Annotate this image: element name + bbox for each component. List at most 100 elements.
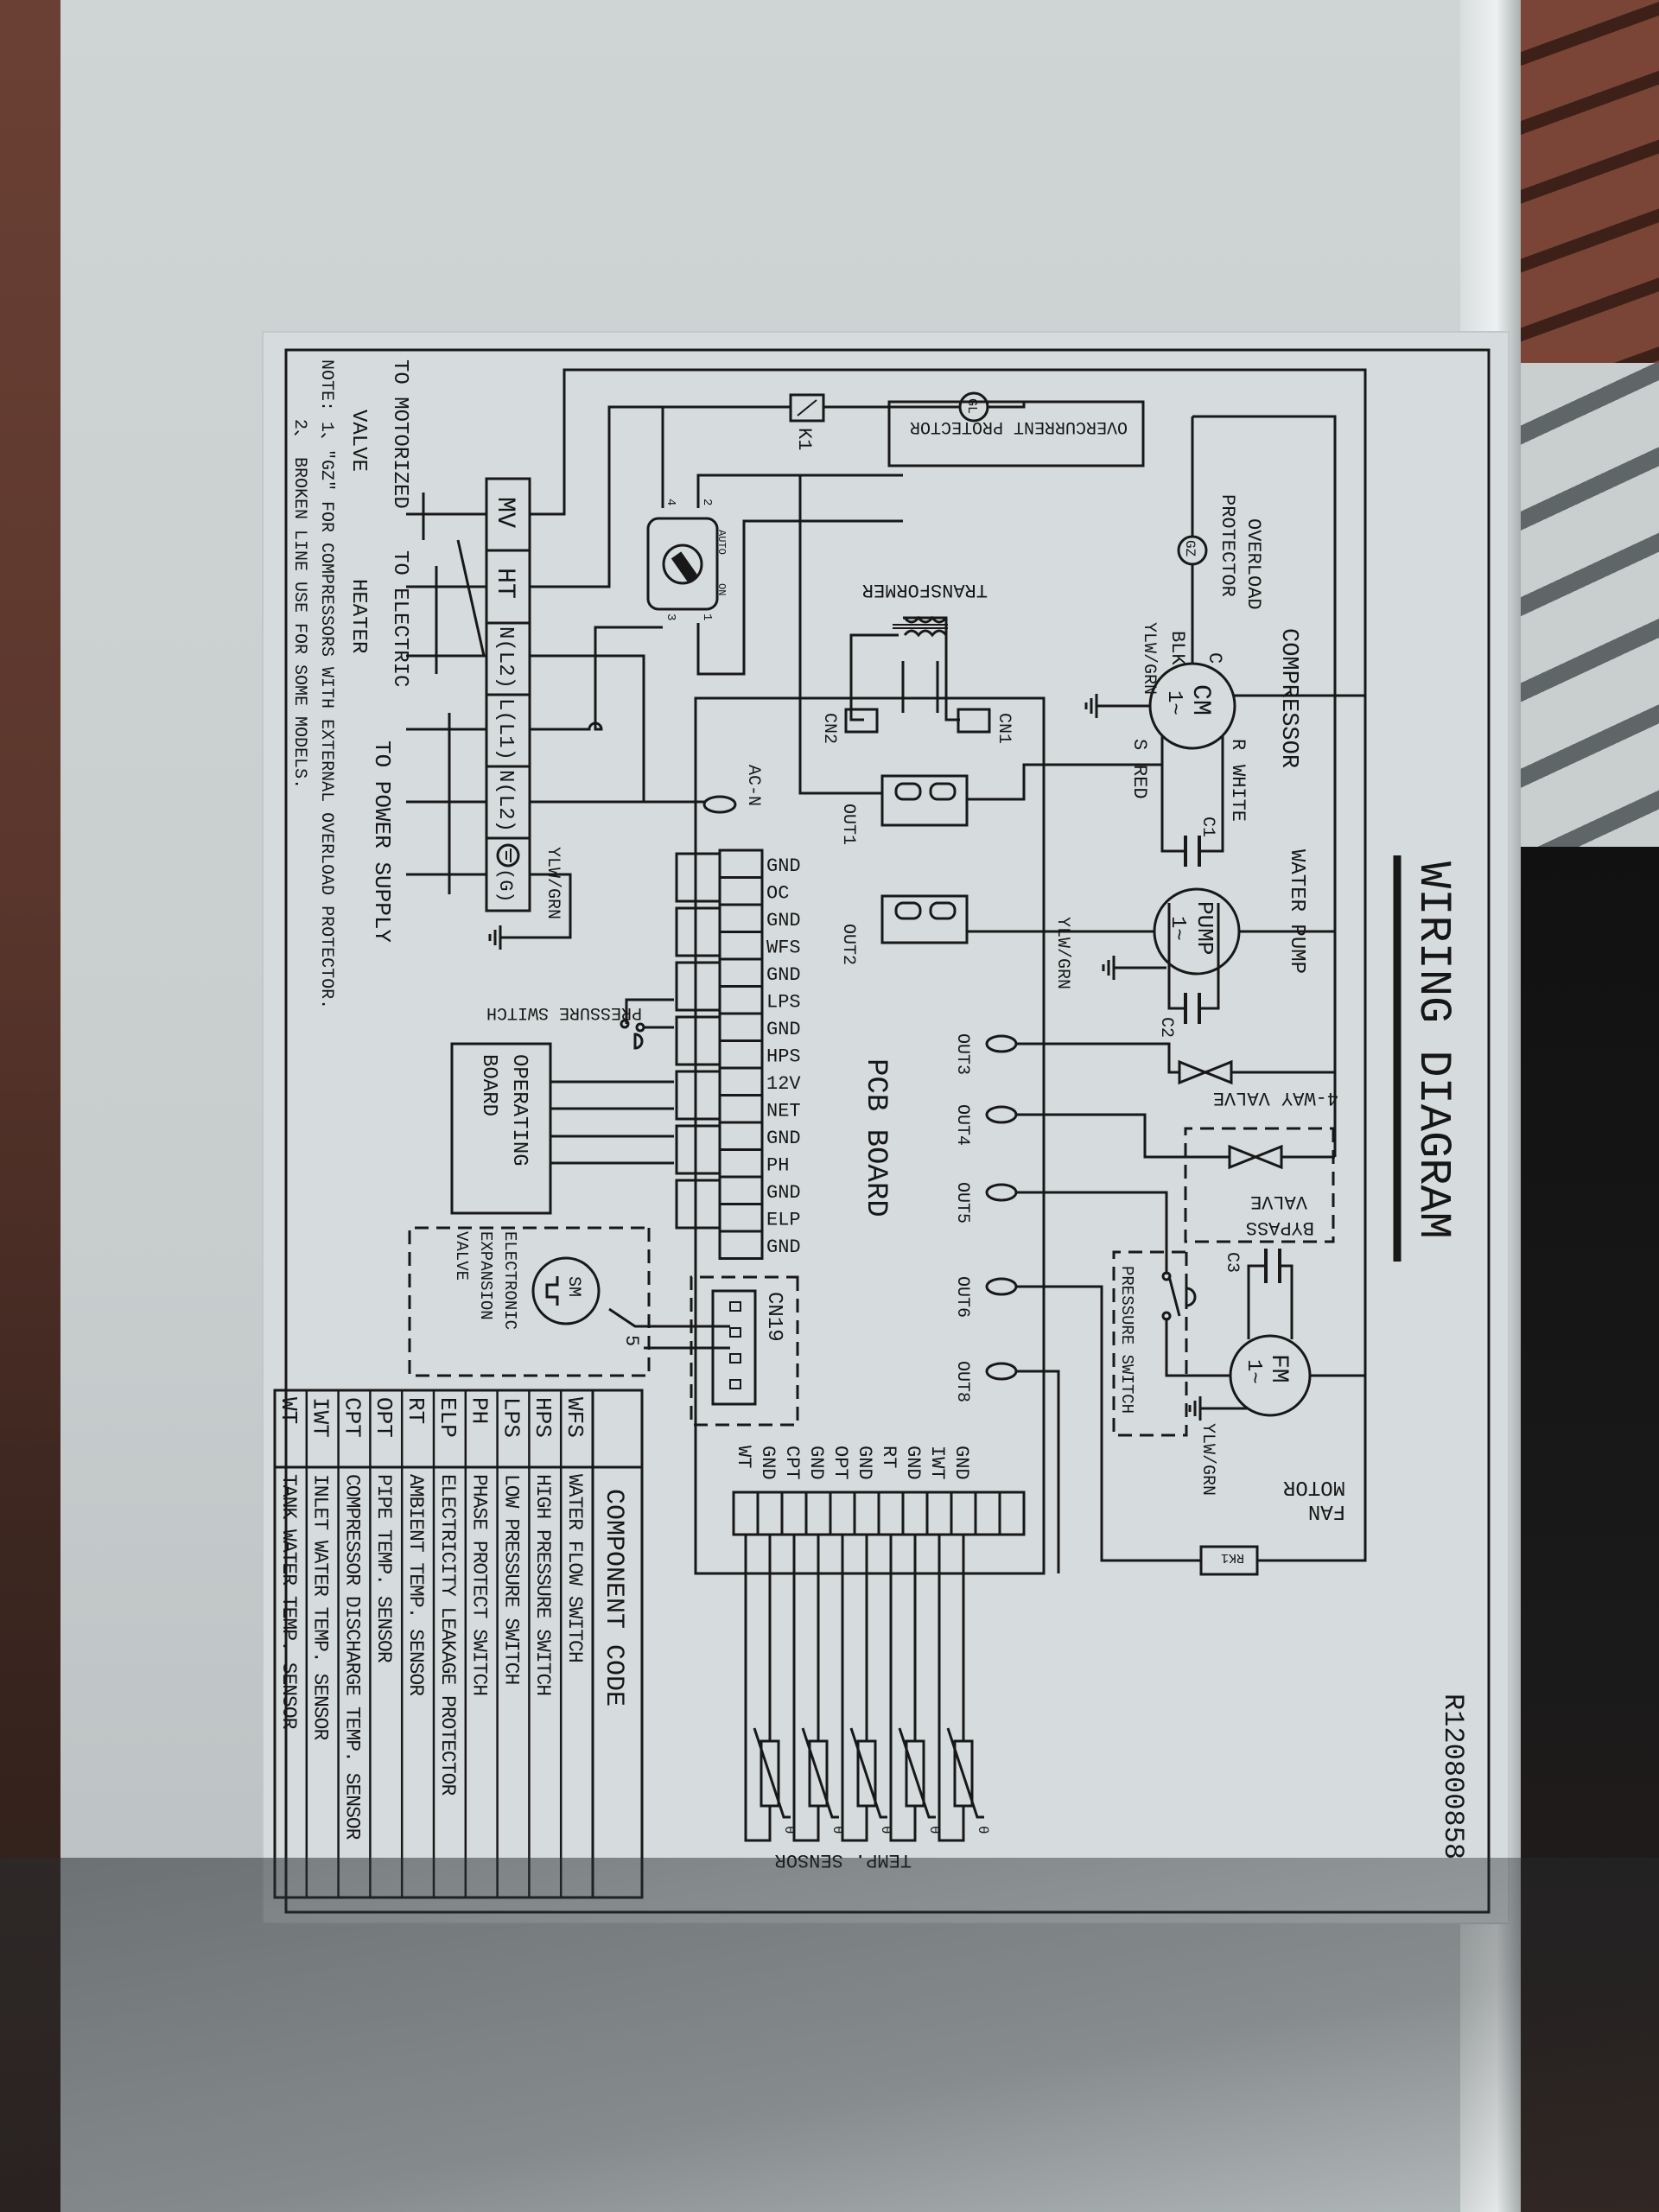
gz-symbol: GZ — [1182, 540, 1198, 557]
component-description: TANK WATER TEMP. SENSOR — [277, 1474, 300, 1730]
pcb-board-outline — [694, 696, 1046, 1575]
operating-label: OPERATING — [507, 1054, 531, 1166]
thermistor-icon — [856, 1739, 877, 1808]
temp-pin-label: GND — [902, 1446, 924, 1480]
connector-pin-label: LPS — [766, 992, 801, 1014]
connector-pin-label: WFS — [766, 938, 801, 959]
compressor-phase: 1~ — [1162, 690, 1185, 715]
sensor-wire — [889, 1535, 917, 1842]
selector-knob-icon — [662, 543, 703, 585]
connector-tab — [675, 1179, 721, 1230]
temp-pin-label: GND — [950, 1446, 972, 1480]
cn19-pin — [729, 1379, 741, 1389]
component-code: RT — [403, 1397, 429, 1424]
component-code: HPS — [530, 1397, 556, 1438]
cn1-connector — [957, 708, 991, 734]
component-description: INLET WATER TEMP. SENSOR — [309, 1474, 332, 1740]
gl-icon — [958, 391, 989, 423]
connector-pin — [718, 1066, 764, 1096]
thermistor-slash — [753, 1727, 791, 1819]
note-2: 2、 BROKEN LINE USE FOR SOME MODELS. — [289, 419, 309, 789]
temp-connector-cell — [974, 1491, 1001, 1536]
theta-symbol: θ — [926, 1826, 942, 1834]
temp-pin-label: WT — [733, 1446, 754, 1468]
terminal-c: C — [1204, 652, 1225, 664]
fm-phase: 1~ — [1242, 1359, 1265, 1384]
expansion-valve-box — [408, 1226, 651, 1377]
pin-1: 1 — [700, 613, 714, 620]
pump-motor-icon — [1153, 887, 1241, 976]
temp-connector-cell — [877, 1491, 905, 1536]
component-code: IWT — [308, 1397, 334, 1438]
c3-label: C3 — [1222, 1252, 1242, 1273]
bypass-label: BYPASS — [1246, 1217, 1314, 1238]
temp-sensor-label: TEMP. SENSOR — [775, 1849, 912, 1871]
brick-floor-right — [1512, 0, 1659, 363]
wires — [406, 368, 1367, 1573]
water-pump-label: WATER PUMP — [1285, 849, 1308, 974]
supply-ground-label: YLW/GRN — [543, 847, 563, 919]
pcb-board-label: PCB BOARD — [859, 1058, 892, 1217]
fan-motor-icon — [1229, 1334, 1312, 1417]
on-label: ON — [715, 583, 728, 595]
dark-background — [1512, 847, 1659, 2212]
k1-relay-icon — [789, 393, 825, 423]
out5-terminal — [985, 1183, 1018, 1202]
out6-label: OUT6 — [952, 1276, 972, 1318]
theta-symbol: θ — [878, 1826, 893, 1834]
electronic-label: ELECTRONIC — [500, 1231, 519, 1330]
wiring-diagram: WIRING DIAGRAM R120800858 — [273, 348, 1491, 1914]
component-code: WFS — [562, 1397, 588, 1438]
thermistor-icon — [760, 1739, 780, 1808]
cn1-label: CN1 — [994, 713, 1014, 744]
overload-label: OVERLOAD — [1243, 518, 1264, 610]
fan-label: FAN — [1308, 1499, 1345, 1522]
four-way-valve-icon — [1178, 1059, 1233, 1085]
out6-terminal — [985, 1277, 1018, 1296]
connector-pin-label: OC — [766, 883, 789, 905]
connector-pin — [718, 903, 764, 933]
cn19-connector — [711, 1289, 757, 1406]
bypass-valve-icon — [1228, 1144, 1283, 1170]
pump-ground-label: YLW/GRN — [1052, 917, 1072, 989]
out3-label: OUT3 — [952, 1033, 972, 1075]
out3-terminal — [985, 1034, 1018, 1053]
k1-label: K1 — [793, 428, 815, 450]
floor-shadow-stripes — [1512, 363, 1659, 847]
operating-board-box — [450, 1042, 552, 1215]
out4-label: OUT4 — [952, 1104, 972, 1146]
compressor-label: COMPRESSOR — [1275, 628, 1301, 768]
fan-motor: FM 1~ C3 YLW/GRN FAN MOTOR — [1198, 1249, 1345, 1522]
fm-symbol: FM — [1265, 1354, 1292, 1383]
component-description: HIGH PRESSURE SWITCH — [531, 1474, 554, 1695]
connector-tab — [675, 852, 721, 903]
connector-pin — [718, 1039, 764, 1070]
terminal-s: S — [1128, 739, 1150, 750]
temp-pin-label: CPT — [781, 1446, 803, 1480]
temp-pin-label: GND — [805, 1446, 827, 1480]
board-label: BOARD — [477, 1054, 500, 1116]
overcurrent-protector-label: OVERCURRENT PROTECTOR — [910, 416, 1128, 436]
pressure-switch-contact-icon — [1167, 1275, 1181, 1317]
temp-connector-cell — [732, 1491, 760, 1536]
fan-pressure-switch-box — [1112, 1250, 1188, 1437]
out2-label: OUT2 — [838, 924, 858, 965]
cn19-pin — [729, 1301, 741, 1312]
temp-connector-cell — [804, 1491, 832, 1536]
component-code-title: COMPONENT CODE — [599, 1489, 628, 1707]
pin-3: 3 — [664, 613, 677, 620]
connector-pin — [718, 1175, 764, 1205]
wire-red: RED — [1128, 765, 1150, 799]
connector-pin — [718, 1094, 764, 1124]
connector-pin — [718, 1203, 764, 1233]
document-code: R120800858 — [1437, 1694, 1469, 1859]
pump-phase: 1~ — [1166, 916, 1189, 941]
fan-ground-label: YLW/GRN — [1198, 1423, 1217, 1496]
compressor-symbol: CM — [1185, 684, 1215, 715]
rk1-label: RK1 — [1221, 1550, 1244, 1565]
component-code: ELP — [435, 1397, 461, 1438]
four-way-valve-label: 4-WAY VALVE — [1213, 1087, 1338, 1109]
cn2-connector — [844, 708, 879, 734]
connector-pin-label: GND — [766, 1182, 801, 1204]
ac-n-terminal — [702, 795, 737, 814]
